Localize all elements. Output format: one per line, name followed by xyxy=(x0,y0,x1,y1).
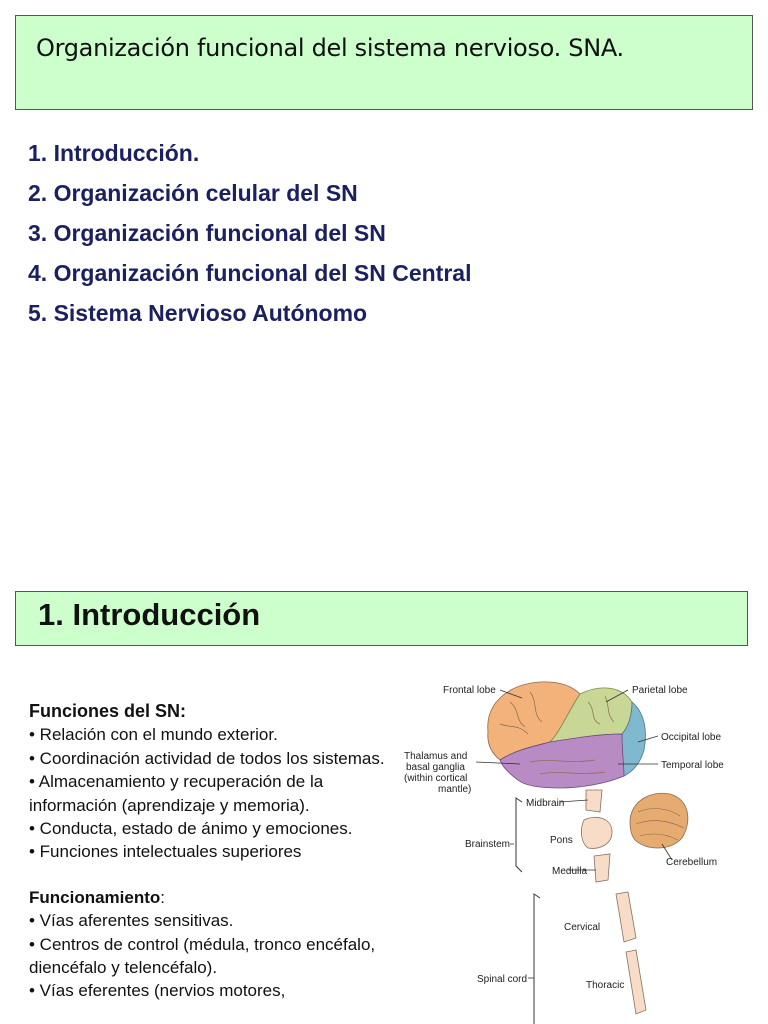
spinal-cord-label: Spinal cord xyxy=(477,974,527,985)
brainstem-label: Brainstem xyxy=(465,839,510,850)
cervical-label: Cervical xyxy=(564,922,600,933)
thalamus-label-line3: (within cortical xyxy=(404,773,467,784)
funcionamiento-item: • Vías eferentes (nervios motores, xyxy=(29,981,286,1001)
thoracic-label: Thoracic xyxy=(586,980,624,991)
toc-item: 5. Sistema Nervioso Autónomo xyxy=(28,300,368,326)
parietal-lobe-label: Parietal lobe xyxy=(632,685,688,696)
pons-label: Pons xyxy=(550,835,573,846)
midbrain-shape xyxy=(585,789,603,813)
title-banner: Organización funcional del sistema nervi… xyxy=(15,15,753,110)
section-banner: 1. Introducción xyxy=(15,591,748,646)
nervous-system-figure: Frontal lobe Parietal lobe Occipital lob… xyxy=(400,672,768,1024)
table-of-contents: 1. Introducción. 2. Organización celular… xyxy=(28,136,471,336)
funciones-heading: Funciones del SN: xyxy=(29,701,187,721)
pons-shape xyxy=(580,816,613,849)
occipital-lobe-label: Occipital lobe xyxy=(661,732,721,743)
funcionamiento-item: • Centros de control (médula, tronco enc… xyxy=(29,934,376,978)
medulla-label: Medulla xyxy=(552,866,587,877)
funciones-item: • Coordinación actividad de todos los si… xyxy=(29,748,385,768)
funciones-item: • Funciones intelectuales superiores xyxy=(29,842,302,862)
cerebellum-folia-lines xyxy=(635,808,685,841)
brain-gyri-lines xyxy=(499,691,615,775)
body-text: Funciones del SN: • Relación con el mund… xyxy=(29,700,404,1003)
frontal-lobe-label: Frontal lobe xyxy=(443,685,496,696)
funcionamiento-heading: Funcionamiento xyxy=(29,887,161,907)
toc-item: 2. Organización celular del SN xyxy=(28,180,358,206)
toc-item: 3. Organización funcional del SN xyxy=(28,220,386,246)
funcionamiento-item: • Vías aferentes sensitivas. xyxy=(29,911,234,931)
leader-lines xyxy=(475,689,673,979)
section-title: 1. Introducción xyxy=(38,597,261,632)
toc-item: 4. Organización funcional del SN Central xyxy=(28,260,472,286)
cerebellum-label: Cerebellum xyxy=(666,857,717,868)
brackets xyxy=(515,797,541,1024)
medulla-shape xyxy=(593,853,611,883)
cervical-segment-shape xyxy=(615,891,637,943)
heading-colon: : xyxy=(160,887,166,907)
page-title: Organización funcional del sistema nervi… xyxy=(36,34,624,62)
funciones-item: • Almacenamiento y recuperación de la in… xyxy=(29,772,324,815)
thalamus-label-line1: Thalamus and xyxy=(404,751,467,762)
funcionamiento-heading-line: Funcionamiento: xyxy=(29,886,404,909)
anatomy-illustration: Frontal lobe Parietal lobe Occipital lob… xyxy=(404,681,724,1024)
thoracic-segment-shape xyxy=(625,949,647,1015)
toc-item: 1. Introducción. xyxy=(28,140,200,166)
thalamus-label-line4: mantle) xyxy=(438,784,471,795)
funciones-item: • Conducta, estado de ánimo y emociones. xyxy=(29,819,353,839)
funciones-item: • Relación con el mundo exterior. xyxy=(29,725,278,745)
thalamus-label-line2: basal ganglia xyxy=(406,762,465,773)
midbrain-label: Midbrain xyxy=(526,798,564,809)
temporal-lobe-label: Temporal lobe xyxy=(661,760,724,771)
spacer xyxy=(29,864,404,886)
